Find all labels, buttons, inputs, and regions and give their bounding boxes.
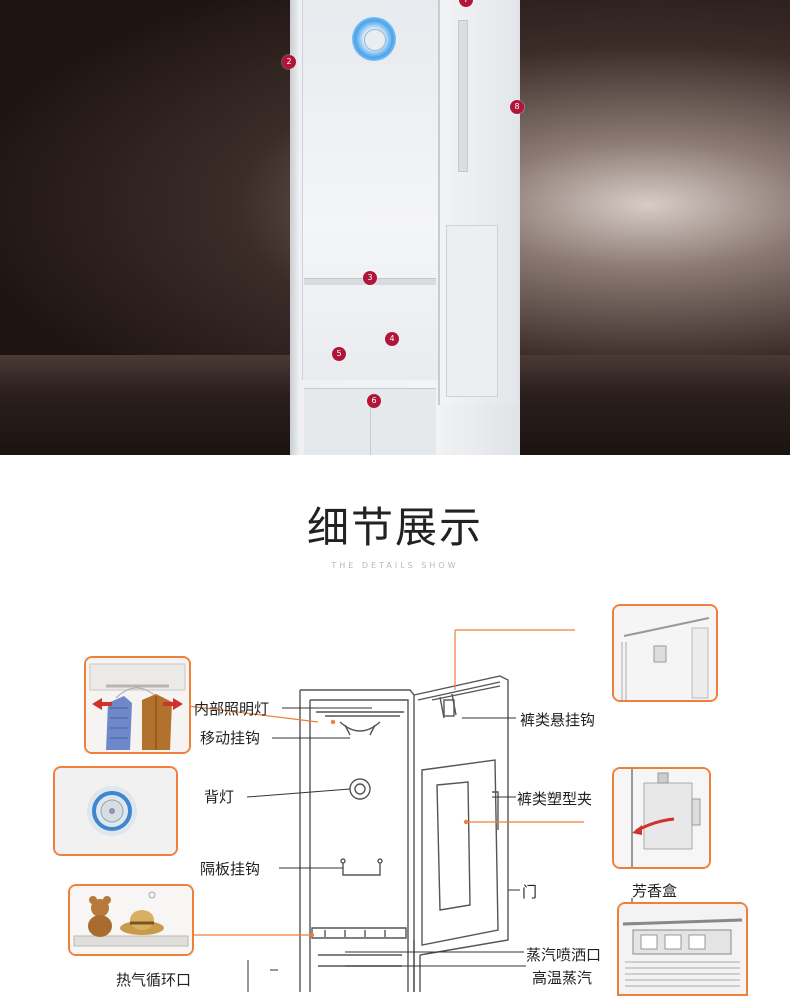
callout-back-light [53, 766, 178, 856]
label-shelf-hook: 隔板挂钩 [200, 860, 261, 878]
callout-aroma-box [617, 902, 748, 996]
label-steam-nozzle: 蒸汽喷洒口 [526, 946, 602, 964]
marker-3: 3 [363, 271, 377, 285]
marker-4: 4 [385, 332, 399, 346]
callout-shelf-toys [68, 884, 194, 956]
label-movable-hook: 移动挂钩 [200, 729, 261, 747]
label-pants-clip: 裤类塑型夹 [517, 790, 593, 808]
label-aroma-box: 芳香盒 [632, 882, 678, 900]
drawer-divider [370, 395, 371, 455]
marker-8: 8 [510, 100, 524, 114]
label-pants-hanger: 裤类悬挂钩 [520, 711, 596, 729]
label-interior-light: 内部照明灯 [194, 700, 270, 718]
label-hot-steam: 高温蒸汽 [532, 969, 593, 987]
cabinet-interior [302, 0, 439, 380]
section-subtitle: THE DETAILS SHOW [331, 561, 459, 570]
callout-pants-clip [612, 767, 711, 869]
product-photo: 2 3 4 5 6 7 8 [0, 0, 790, 455]
cabinet-line-diagram [187, 629, 633, 992]
door-panel [446, 225, 498, 397]
label-hot-air-outlet: 热气循环口 [116, 971, 192, 989]
label-back-light: 背灯 [204, 788, 235, 806]
back-light-icon [364, 29, 386, 51]
callout-pants-hanger [612, 604, 718, 702]
marker-7: 7 [459, 0, 473, 7]
marker-2: 2 [282, 55, 296, 69]
marker-6: 6 [367, 394, 381, 408]
marker-5: 5 [332, 347, 346, 361]
door-rail [458, 20, 468, 172]
section-title: 细节展示 [306, 503, 483, 552]
label-door: 门 [522, 883, 538, 901]
callout-interior-light [84, 656, 191, 754]
